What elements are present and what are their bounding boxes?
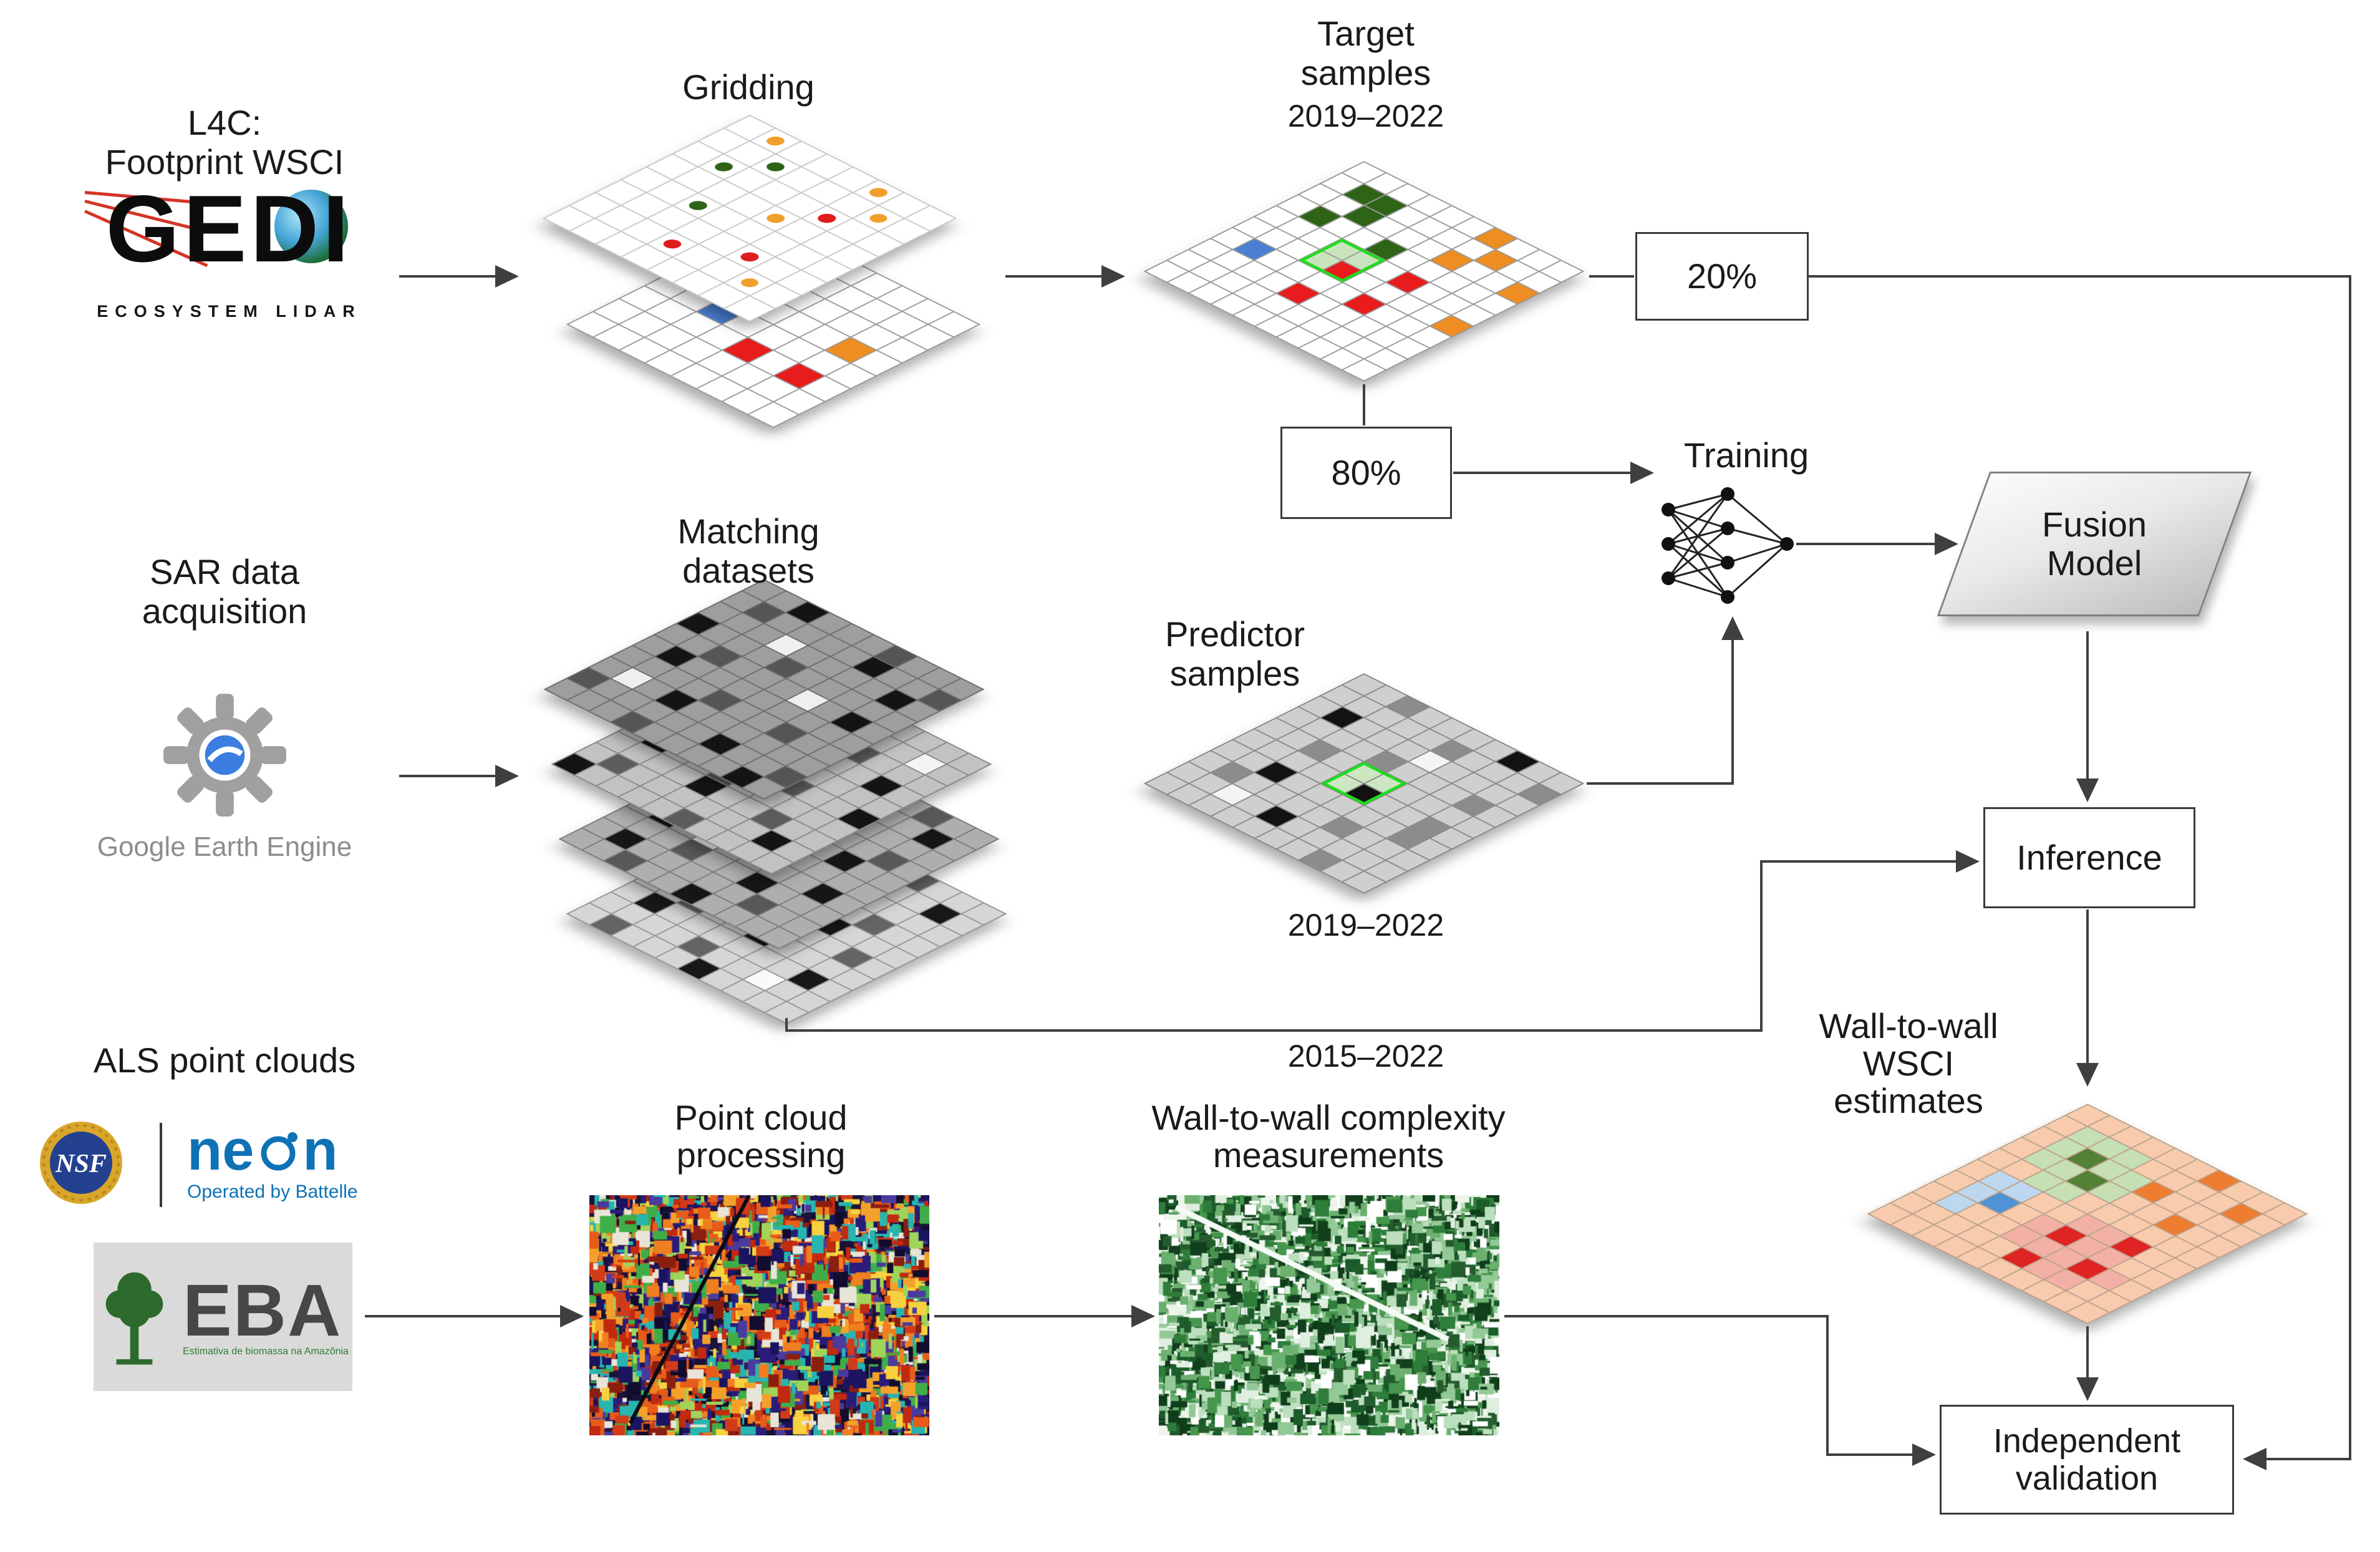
neon-wordmark-right: n	[302, 1118, 338, 1182]
independent-validation-box: Independent validation	[1940, 1405, 2234, 1515]
target-years-label: 2019–2022	[1287, 99, 1444, 133]
predictor-samples-grid	[1143, 673, 1585, 894]
point-cloud-image	[589, 1195, 929, 1435]
tree-icon	[105, 1272, 163, 1365]
eba-logo: EBA Estimativa de biomassa na Amazônia	[94, 1243, 352, 1391]
target-samples-label: Target samples	[1300, 14, 1431, 92]
matching-datasets-label: Matching datasets	[677, 512, 820, 590]
complexity-label: Wall-to-wall complexity measurements	[1151, 1098, 1506, 1175]
neon-globe-icon	[261, 1132, 298, 1171]
wsci-estimates-grid	[1867, 1103, 2308, 1324]
svg-text:NSF: NSF	[55, 1150, 107, 1178]
matching-years-label: 2015–2022	[1287, 1039, 1444, 1074]
google-earth-engine-icon	[163, 694, 286, 817]
target-samples-grid	[1143, 161, 1585, 382]
predictor-samples-label: Predictor samples	[1164, 614, 1305, 693]
l4c-label: L4C: Footprint WSCI	[105, 103, 344, 182]
nsf-logo: NSF	[40, 1122, 122, 1204]
eba-subtitle: Estimativa de biomassa na Amazônia	[183, 1346, 349, 1357]
neon-logo: ne n Operated by Battelle	[187, 1122, 358, 1203]
gedi-subtitle: ECOSYSTEM LIDAR	[97, 302, 362, 321]
gedi-logo: GEDI ECOSYSTEM LIDAR	[84, 176, 371, 342]
eba-wordmark: EBA	[183, 1269, 342, 1352]
arrow-predictor-to-training	[1587, 616, 1744, 785]
split-20-box: 20%	[1635, 232, 1809, 321]
predictor-years-label: 2019–2022	[1287, 908, 1444, 943]
gridding-label: Gridding	[682, 67, 815, 107]
arrow-matching-to-inference	[785, 850, 1980, 1032]
neon-subtitle: Operated by Battelle	[187, 1181, 358, 1202]
complexity-image	[1159, 1195, 1499, 1435]
gedi-wordmark: GEDI	[105, 176, 353, 282]
pointcloud-label: Point cloud processing	[674, 1098, 848, 1175]
arrow-complexity-to-validation	[1504, 1315, 1936, 1466]
gee-label: Google Earth Engine	[97, 832, 352, 862]
nsf-neon-divider	[160, 1123, 162, 1207]
earth-globe-icon	[274, 190, 348, 263]
inference-box: Inference	[1983, 807, 2195, 908]
sar-label: SAR data acquisition	[142, 552, 307, 631]
wall-to-wall-estimates-label: Wall-to-wall WSCI estimates	[1819, 1006, 1998, 1120]
als-label: ALS point clouds	[93, 1040, 356, 1080]
training-network-icon	[1662, 487, 1794, 604]
fusion-model-label: Fusion Model	[2041, 505, 2147, 583]
neon-wordmark-left: ne	[187, 1118, 254, 1182]
split-80-box: 80%	[1280, 427, 1452, 519]
training-label: Training	[1683, 435, 1809, 475]
